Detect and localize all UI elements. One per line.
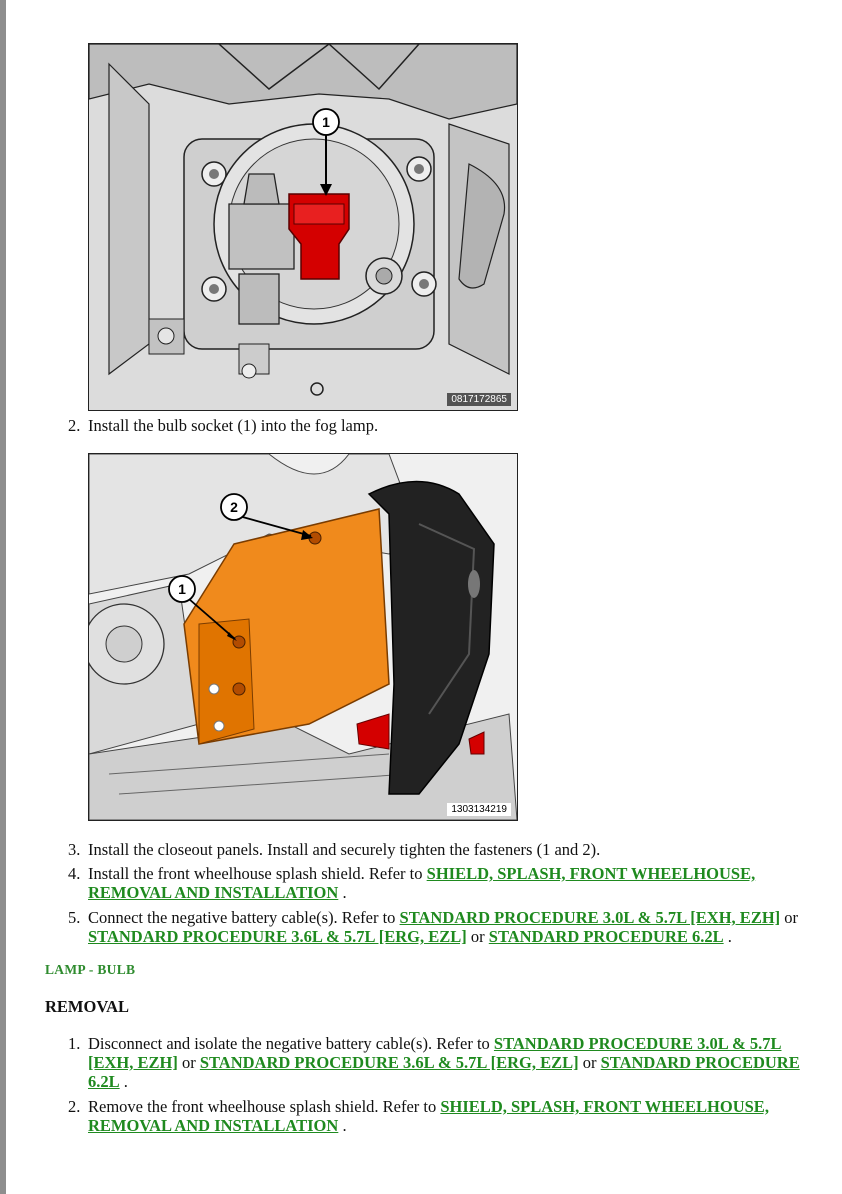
step-text-post: .	[119, 1072, 128, 1091]
std-procedure-3-6l-link[interactable]: STANDARD PROCEDURE 3.6L & 5.7L [ERG, EZL…	[199, 1053, 579, 1072]
section-subtitle: REMOVAL	[45, 997, 130, 1016]
step-text: Disconnect and isolate the negative batt…	[88, 1034, 818, 1091]
std-procedure-6-2l-link[interactable]: STANDARD PROCEDURE 6.2L	[488, 927, 724, 946]
figure-id-label: 1303134219	[447, 803, 511, 816]
step-text-or: or	[578, 1053, 601, 1072]
callout-1: 1	[322, 114, 330, 130]
step-text-pre: Disconnect and isolate the negative batt…	[88, 1034, 494, 1053]
figure-id-label: 0817172865	[447, 393, 511, 406]
step-text-or: or	[466, 927, 489, 946]
splash-shield-link[interactable]: SHIELD, SPLASH, FRONT WHEELHOUSE, REMOVA…	[88, 1097, 769, 1135]
step-text-or: or	[177, 1053, 200, 1072]
std-procedure-3-0l-link[interactable]: STANDARD PROCEDURE 3.0L & 5.7L [EXH, EZH…	[399, 908, 781, 927]
callout-2: 2	[230, 499, 238, 515]
step-text-pre: Remove the front wheelhouse splash shiel…	[88, 1097, 441, 1116]
step-number: 2.	[68, 416, 81, 435]
step-text: Install the bulb socket (1) into the fog…	[88, 416, 379, 435]
callout-1: 1	[178, 581, 186, 597]
std-procedure-6-2l-link[interactable]: STANDARD PROCEDURE 6.2L	[88, 1053, 800, 1091]
closeout-panel-drawing: 2 1	[89, 454, 517, 820]
step-number: 5.	[68, 908, 81, 927]
step-number: 3.	[68, 840, 81, 859]
fog-lamp-drawing: 1	[89, 44, 517, 410]
removal-step-1: 1. Disconnect and isolate the negative b…	[68, 1034, 818, 1091]
install-step-2: 2. Install the bulb socket (1) into the …	[68, 416, 818, 435]
std-procedure-3-0l-link[interactable]: STANDARD PROCEDURE 3.0L & 5.7L [EXH, EZH…	[88, 1034, 782, 1072]
step-text-post: .	[338, 883, 347, 902]
closeout-panel-illustration: 2 1 1303134219	[88, 453, 518, 821]
step-number: 2.	[68, 1097, 81, 1116]
removal-step-2: 2. Remove the front wheelhouse splash sh…	[68, 1097, 818, 1135]
step-text-pre: Connect the negative battery cable(s). R…	[88, 908, 400, 927]
step-text: Connect the negative battery cable(s). R…	[88, 908, 818, 946]
install-step-3: 3. Install the closeout panels. Install …	[68, 840, 818, 859]
step-text: Remove the front wheelhouse splash shiel…	[88, 1097, 818, 1135]
step-text-post: .	[338, 1116, 347, 1135]
step-text-pre: Install the front wheelhouse splash shie…	[88, 864, 427, 883]
std-procedure-3-6l-link[interactable]: STANDARD PROCEDURE 3.6L & 5.7L [ERG, EZL…	[88, 927, 467, 946]
step-number: 4.	[68, 864, 81, 883]
install-step-4: 4. Install the front wheelhouse splash s…	[68, 864, 818, 902]
step-text-post: .	[723, 927, 732, 946]
step-text: Install the closeout panels. Install and…	[88, 840, 601, 859]
step-text-or: or	[780, 908, 799, 927]
section-title: LAMP - BULB	[45, 962, 136, 977]
step-text: Install the front wheelhouse splash shie…	[88, 864, 818, 902]
install-step-5: 5. Connect the negative battery cable(s)…	[68, 908, 818, 946]
fog-lamp-bulb-socket-illustration: 1 0817172865	[88, 43, 518, 411]
step-number: 1.	[68, 1034, 81, 1053]
page-left-border	[0, 0, 6, 1194]
splash-shield-link[interactable]: SHIELD, SPLASH, FRONT WHEELHOUSE, REMOVA…	[88, 864, 756, 902]
